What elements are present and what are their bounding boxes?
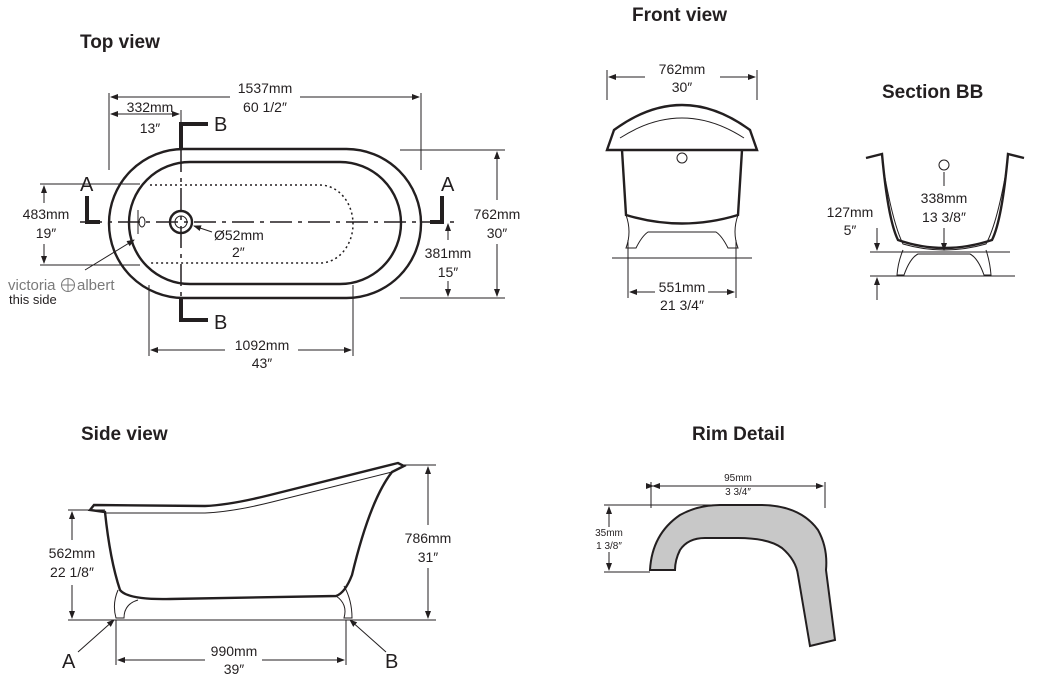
brand-name-albert: albert [77,277,115,294]
bath-base-outline [150,184,354,264]
section-depth-in: 13 3/8″ [922,209,966,225]
top-view-title: Top view [80,32,160,53]
section-a-left-label: A [80,174,94,196]
half-width-in: 15″ [438,264,459,280]
waste-offset-in: 13″ [140,120,161,136]
rim-detail-title: Rim Detail [692,424,785,445]
side-max-height-mm: 786mm [405,530,452,546]
front-feet-width-mm: 551mm [659,279,706,295]
inner-width-mm: 483mm [23,206,70,222]
overall-length-in: 60 1/2″ [243,99,287,115]
section-depth-mm: 338mm [921,190,968,206]
rim-height-in: 1 3/8″ [596,541,622,552]
brand-note: this side [9,292,57,307]
section-bb-title: Section BB [882,82,983,103]
base-length-in: 43″ [252,355,273,371]
waste-offset-mm: 332mm [127,99,174,115]
side-rim-height-in: 22 1/8″ [50,564,94,580]
front-width-mm: 762mm [659,61,706,77]
rim-height-mm: 35mm [595,528,623,539]
base-length-mm: 1092mm [235,337,289,353]
side-foot-b-label: B [385,651,398,673]
overall-length-mm: 1537mm [238,80,292,96]
bath-inner-rim [127,160,403,286]
front-width-in: 30″ [672,79,693,95]
front-bath-body [620,149,744,225]
side-foot-a-label: A [62,651,76,673]
front-feet-width-in: 21 3/4″ [660,297,704,313]
half-width-mm: 381mm [425,245,472,261]
section-base-height-in: 5″ [844,222,857,238]
outer-width-mm: 762mm [474,206,521,222]
section-b-top-label: B [214,114,227,136]
side-bath-body [87,461,407,601]
front-view: Front view 762mm 30″ 551mm 21 3/4″ [605,5,759,313]
bath-outer-rim [107,147,423,300]
brand-logo-icon [61,278,75,292]
side-rim-height-mm: 562mm [49,545,96,561]
side-feet-span-in: 39″ [224,661,245,677]
front-slipper-back [605,103,759,152]
brand-name-victoria: victoria [8,277,56,294]
section-b-bottom-label: B [214,312,227,334]
front-view-title: Front view [632,5,727,26]
section-base-height-mm: 127mm [827,204,874,220]
side-view: Side view 562mm 22 1/8″ 786mm 31″ 990mm … [49,424,452,677]
rim-width-mm: 95mm [724,473,752,484]
waste-outlet [168,209,194,235]
outer-width-in: 30″ [487,225,508,241]
section-bb: Section BB 127mm 5″ 338mm 13 3/8″ [827,82,1025,300]
side-feet-span-mm: 990mm [211,643,258,659]
side-max-height-in: 31″ [418,549,439,565]
inner-width-in: 19″ [36,225,57,241]
rim-detail: Rim Detail 95mm 3 3/4″ 35mm 1 3/8″ [595,424,837,648]
waste-dia-in: 2″ [232,244,245,260]
rim-profile [648,504,837,648]
waste-dia-mm: Ø52mm [214,227,264,243]
rim-width-in: 3 3/4″ [725,487,751,498]
side-view-title: Side view [81,424,168,445]
top-view: Top view 1537mm 60 1/2″ 332mm 13″ A [8,32,520,371]
section-a-right-label: A [441,174,455,196]
